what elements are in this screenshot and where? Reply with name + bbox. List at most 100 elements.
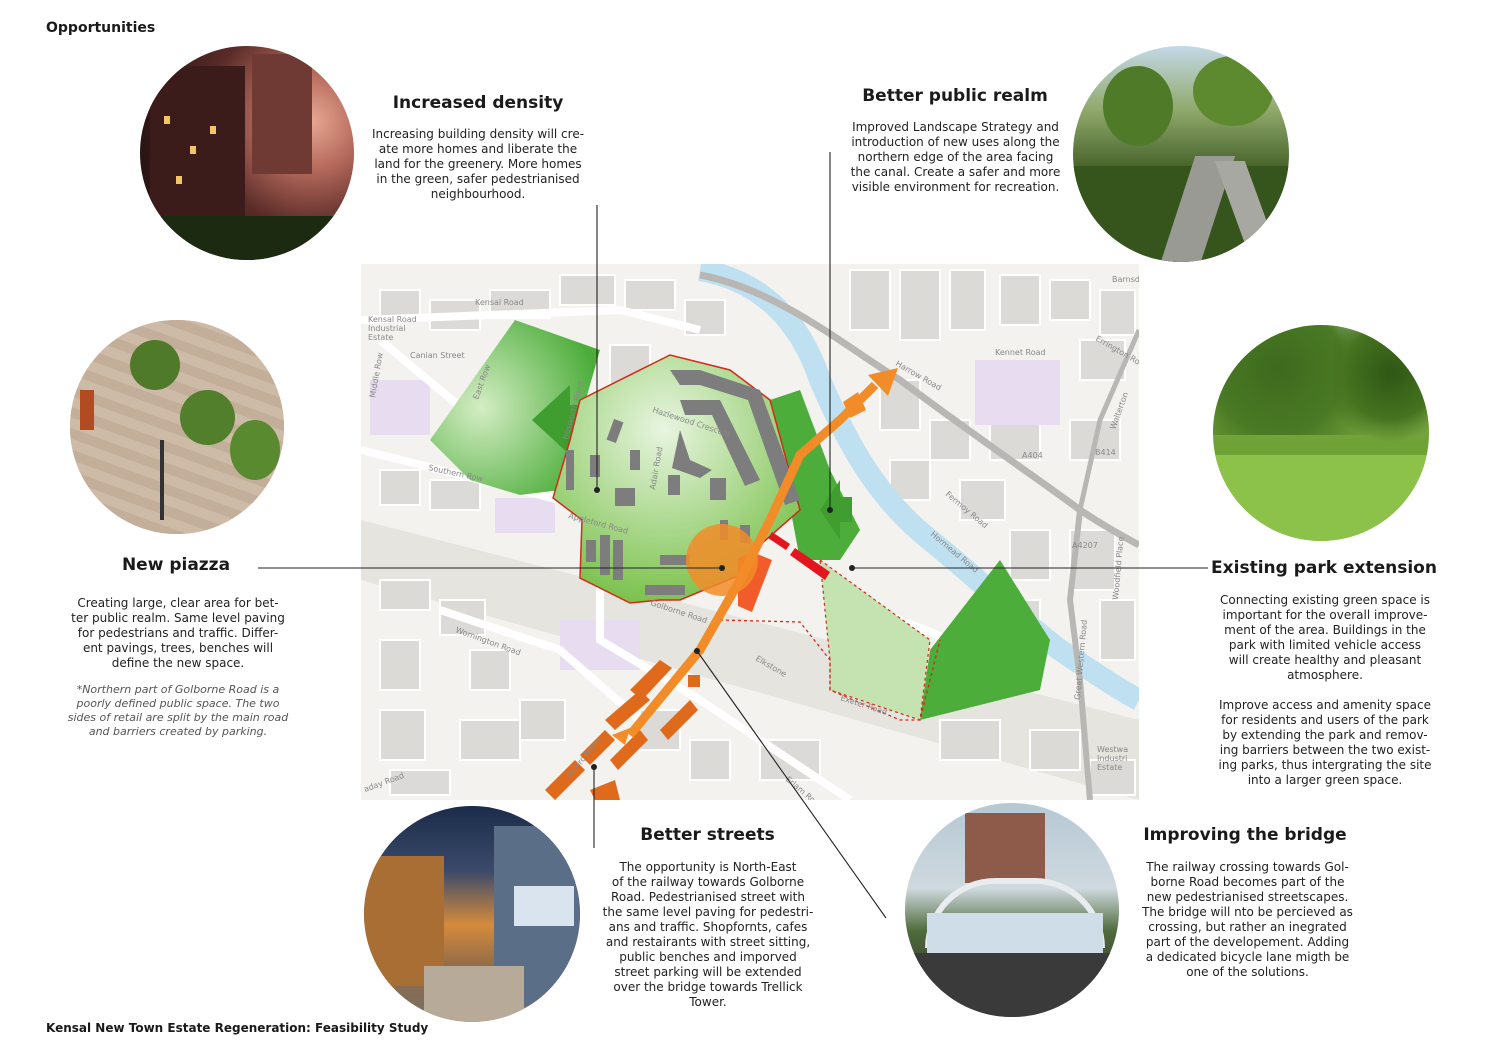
streets-line: street parking will be extended — [614, 965, 802, 979]
park-line: atmosphere. — [1287, 668, 1363, 682]
bridge-line: The bridge will nto be percieved as — [1142, 905, 1353, 919]
label-kensal-ind-3: Estate — [368, 333, 393, 342]
streets-line: ans and traffic. Shopfornts, cafes — [608, 920, 808, 934]
green-arrow-east — [820, 480, 852, 540]
bridge-line: The railway crossing towards Gol- — [1146, 860, 1349, 874]
existing-park-west — [430, 320, 600, 495]
streets-photo — [364, 806, 580, 1022]
piazza-note-line: and barriers created by parking. — [88, 725, 268, 738]
bridge-line: a dedicated bicycle lane migth be — [1145, 950, 1350, 964]
great-western-road — [1066, 509, 1093, 800]
park-line: park with limited vehicle access — [1228, 638, 1422, 652]
streets-line: the same level paving for pedestri- — [602, 905, 814, 919]
label-canian-street: Canian Street — [410, 351, 465, 360]
piazza-circle — [686, 524, 758, 596]
density-line: land for the greenery. More homes — [374, 157, 582, 171]
b414-road — [1077, 329, 1139, 511]
park-line: will create healthy and pleasant — [1228, 653, 1422, 667]
route-block — [843, 392, 866, 418]
park-line: ing barriers between the two exist- — [1219, 743, 1431, 757]
park-line: by extending the park and remov- — [1222, 728, 1428, 742]
label-westway-2: Industri — [1097, 754, 1127, 763]
density-line: neighbourhood. — [430, 187, 526, 201]
streets-line: and restairants with street sitting, — [605, 935, 811, 949]
piazza-line: ter public realm. Same level paving — [71, 611, 285, 625]
public-realm-body: Improved Landscape Strategy and introduc… — [833, 120, 1078, 195]
streets-line: of the railway towards Golborne — [611, 875, 805, 889]
piazza-line: ent pavings, trees, benches will — [82, 641, 274, 655]
piazza-line: Creating large, clear area for bet- — [77, 596, 279, 610]
density-title: Increased density — [392, 93, 564, 113]
bridge-line: one of the solutions. — [1186, 965, 1309, 979]
label-westway-1: Westwa — [1097, 745, 1128, 754]
green-arrow-west — [532, 385, 600, 455]
public-realm-line: visible environment for recreation. — [851, 180, 1060, 194]
bridge-body: The railway crossing towards Gol- borne … — [1125, 860, 1370, 980]
public-realm-line: northern edge of the area facing — [857, 150, 1054, 164]
density-line: ate more homes and liberate the — [378, 142, 578, 156]
piazza-note-line: poorly defined public space. The two — [76, 697, 280, 710]
park-body: Connecting existing green space is impor… — [1200, 593, 1450, 788]
grand-union-canal — [697, 264, 1139, 710]
bridge-title: Improving the bridge — [1143, 825, 1347, 845]
streets-line: Tower. — [689, 995, 727, 1009]
bridge-photo — [905, 803, 1119, 1017]
park-line: Improve access and amenity space — [1219, 698, 1431, 712]
leader-dots — [591, 487, 855, 770]
label-a404: A404 — [1022, 451, 1043, 460]
streets-body: The opportunity is North-East of the rai… — [588, 860, 828, 1010]
park-line: ment of the area. Buildings in the — [1224, 623, 1426, 637]
leader-lines — [258, 152, 1208, 919]
bridge-line: borne Road becomes part of the — [1150, 875, 1345, 889]
piazza-note-line: *Northern part of Golborne Road is a — [76, 683, 280, 696]
golborne-retail — [545, 660, 700, 800]
pedestrian-route — [626, 381, 879, 738]
piazza-body: Creating large, clear area for bet- ter … — [58, 596, 298, 671]
park-title: Existing park extension — [1211, 558, 1437, 578]
park-line: important for the overall improve- — [1222, 608, 1428, 622]
existing-park-east — [920, 560, 1050, 720]
density-body: Increasing building density will cre- at… — [358, 127, 598, 202]
label-a4207: A4207 — [1072, 541, 1098, 550]
piazza-line: for pedestrians and traffic. Differ- — [77, 626, 279, 640]
piazza-note-line: sides of retail are split by the main ro… — [67, 711, 289, 724]
streets-title: Better streets — [640, 825, 775, 845]
park-spacer — [1200, 683, 1450, 698]
label-b414: B414 — [1095, 448, 1116, 457]
piazza-note: *Northern part of Golborne Road is a poo… — [58, 683, 298, 739]
label-barnsdale: Barnsdale — [1112, 275, 1152, 284]
new-red-buildings — [768, 532, 830, 580]
park-line: Connecting existing green space is — [1220, 593, 1430, 607]
label-kennet-road: Kennet Road — [995, 348, 1046, 357]
label-kensal-ind-1: Kensal Road — [368, 315, 417, 324]
public-realm-photo — [1073, 46, 1289, 262]
bridge-line: part of the developement. Adding — [1145, 935, 1350, 949]
leader-bridge — [696, 650, 887, 919]
park-line: for residents and users of the park — [1221, 713, 1429, 727]
piazza-title: New piazza — [121, 555, 231, 575]
park-extension-area — [819, 558, 931, 721]
public-realm-line: the canal. Create a safer and more — [850, 165, 1061, 179]
route-arrow-ne — [868, 368, 898, 396]
bridge-line: new pedestrianised streetscapes. — [1146, 890, 1349, 904]
park-line: into a larger green space. — [1247, 773, 1403, 787]
public-realm-title: Better public realm — [862, 86, 1048, 106]
public-realm-line: Improved Landscape Strategy and — [852, 120, 1059, 134]
label-kensal-road: Kensal Road — [475, 298, 524, 307]
park-photo — [1213, 325, 1429, 541]
streets-line: public benches and imporved — [619, 950, 797, 964]
civic-buildings — [370, 360, 1060, 670]
route-arrow-sw — [612, 728, 630, 745]
streets-line: over the bridge towards Trellick — [613, 980, 803, 994]
piazza-line: define the new space. — [111, 656, 245, 670]
red-dashed-boundary — [719, 619, 941, 721]
label-westway-3: Estate — [1097, 763, 1122, 772]
density-line: in the green, safer pedestrianised — [376, 172, 580, 186]
footer-title: Kensal New Town Estate Regeneration: Fea… — [46, 1021, 429, 1035]
piazza-photo — [70, 320, 284, 534]
page-title: Opportunities — [46, 20, 156, 36]
density-photo — [140, 46, 354, 260]
park-line: ing parks, thus intergrating the site — [1218, 758, 1432, 772]
streets-line: The opportunity is North-East — [619, 860, 797, 874]
